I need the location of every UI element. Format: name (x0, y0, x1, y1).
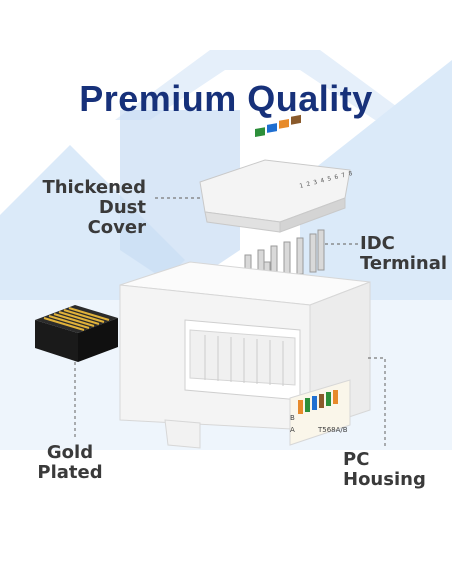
label-gold-plated: Gold Plated (37, 442, 103, 483)
label-idc-terminal: IDC Terminal (360, 233, 448, 274)
leader-lines (74, 197, 386, 448)
color-code-label: T568A/B B A (289, 379, 351, 446)
background-chevron-top (115, 50, 415, 120)
label-pc-housing: PC Housing (343, 449, 426, 490)
background-arrow-center (120, 110, 240, 290)
jack-housing: T568A/B B A (119, 261, 371, 449)
label-dust-cover: Thickened Dust Cover (42, 177, 146, 238)
jack-standard-text: T568A/B (317, 426, 348, 434)
page-title: Premium Quality (79, 78, 373, 119)
gold-plated-block (35, 305, 118, 362)
color-code-b-text: B (290, 414, 295, 422)
dust-cover: 1 2 3 4 5 6 7 8 (199, 114, 353, 233)
color-code-a-text: A (290, 426, 295, 434)
